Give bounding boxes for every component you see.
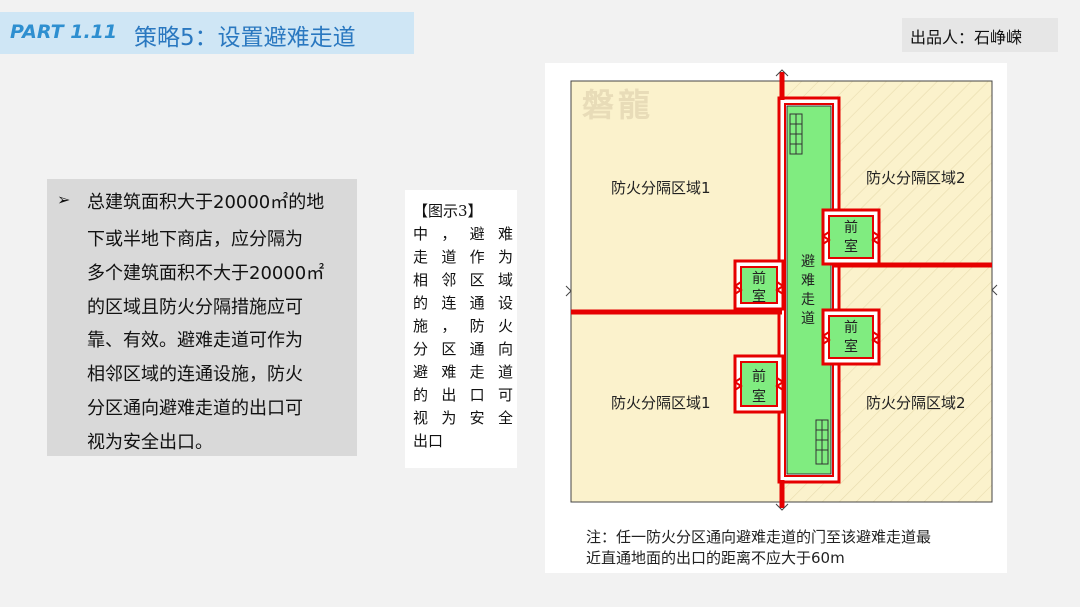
caption-line: 出口 bbox=[413, 432, 444, 450]
svg-text:前: 前 bbox=[844, 219, 858, 236]
vestibule-label-right-lower: 前 室 bbox=[844, 319, 858, 355]
vestibule-label-left-upper: 前 室 bbox=[752, 270, 766, 305]
vestibule-label-left-lower: 前 室 bbox=[752, 368, 766, 405]
vestibule-right-upper bbox=[821, 208, 881, 266]
caption-line: 的出口可 bbox=[413, 386, 513, 404]
author-label: 出品人：石峥嵘 bbox=[910, 28, 1023, 47]
stair-top-icon bbox=[789, 113, 803, 155]
body-text-box bbox=[47, 179, 357, 456]
bullet-arrow-icon: ➢ bbox=[57, 190, 71, 209]
vestibule-right-lower bbox=[821, 308, 881, 366]
author-box bbox=[902, 18, 1058, 52]
evacuation-corridor bbox=[786, 105, 832, 475]
zone-label-top-left: 防火分隔区域1 bbox=[611, 179, 711, 197]
stair-bottom-icon bbox=[815, 419, 829, 465]
door-mark-right-lower bbox=[821, 331, 831, 345]
caption-line: 施，防火 bbox=[413, 317, 513, 335]
note-line: 近直通地面的出口的距离不应大于60m bbox=[586, 549, 845, 567]
part-label: PART 1.11 bbox=[10, 21, 118, 43]
caption-box bbox=[405, 190, 517, 468]
svg-text:室: 室 bbox=[752, 288, 766, 305]
door-mark-left-upper-2 bbox=[775, 281, 785, 295]
svg-text:难: 难 bbox=[801, 273, 815, 289]
body-line: 的区域且防火分隔措施应可 bbox=[87, 297, 303, 318]
svg-text:室: 室 bbox=[844, 338, 858, 355]
zone-label-top-right: 防火分隔区域2 bbox=[866, 169, 966, 187]
break-mark-bottom bbox=[775, 503, 789, 511]
caption-line: 避难走道 bbox=[413, 363, 513, 381]
break-mark-top bbox=[775, 69, 789, 77]
caption-line: 分区通向 bbox=[413, 340, 513, 358]
title-bar bbox=[0, 12, 414, 54]
door-mark-left-lower bbox=[733, 377, 743, 391]
door-mark-right-lower-2 bbox=[871, 331, 881, 345]
door-mark-right-upper-2 bbox=[871, 231, 881, 245]
svg-text:前: 前 bbox=[844, 319, 858, 336]
body-line: 分区通向避难走道的出口可 bbox=[87, 398, 303, 419]
caption-line: 【图示3】 bbox=[413, 202, 483, 220]
watermark: 磐龍 bbox=[582, 86, 654, 124]
svg-text:道: 道 bbox=[801, 311, 815, 327]
body-line: 下或半地下商店，应分隔为 bbox=[87, 229, 303, 250]
svg-text:前: 前 bbox=[752, 270, 766, 287]
zone-label-bottom-right: 防火分隔区域2 bbox=[866, 394, 966, 412]
vestibule-left-upper bbox=[733, 259, 785, 311]
door-mark-left-lower-2 bbox=[775, 377, 785, 391]
zone-label-bottom-left: 防火分隔区域1 bbox=[611, 394, 711, 412]
caption-line: 相邻区域 bbox=[413, 271, 513, 289]
body-line: 相邻区域的连通设施，防火 bbox=[87, 364, 303, 385]
body-line: 靠、有效。避难走道可作为 bbox=[87, 330, 303, 351]
body-line: 视为安全出口。 bbox=[87, 432, 213, 453]
caption-line: 中，避难 bbox=[413, 225, 513, 243]
break-mark-left bbox=[565, 285, 572, 297]
caption-line: 视为安全 bbox=[413, 409, 513, 427]
svg-text:前: 前 bbox=[752, 368, 766, 385]
svg-text:走: 走 bbox=[801, 292, 815, 308]
svg-text:室: 室 bbox=[844, 238, 858, 255]
body-line: 总建筑面积大于20000㎡的地 bbox=[87, 192, 325, 213]
svg-text:室: 室 bbox=[752, 388, 766, 405]
vestibule-label-right-upper: 前 室 bbox=[844, 219, 858, 255]
page-title: 策略5：设置避难走道 bbox=[134, 25, 356, 51]
door-mark-right-upper bbox=[821, 231, 831, 245]
door-mark-left-upper bbox=[733, 281, 743, 295]
body-line: 多个建筑面积不大于20000㎡ bbox=[87, 263, 325, 284]
caption-line: 的连通设 bbox=[413, 294, 513, 312]
corridor-label: 避 难 走 道 bbox=[801, 254, 815, 327]
svg-text:避: 避 bbox=[801, 254, 815, 270]
caption-line: 走道作为 bbox=[413, 248, 513, 266]
break-mark-right bbox=[991, 284, 998, 296]
vestibule-left-lower bbox=[733, 354, 785, 414]
note-line: 注：任一防火分区通向避难走道的门至该避难走道最 bbox=[586, 528, 932, 546]
